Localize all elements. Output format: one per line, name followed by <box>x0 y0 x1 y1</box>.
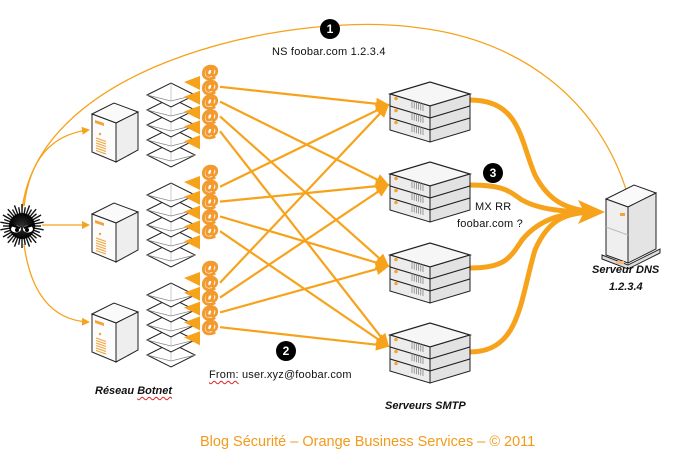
send-arrow-icon <box>184 272 200 286</box>
at-sign-icon: @ <box>202 92 219 111</box>
mx-arrowhead <box>578 200 605 224</box>
email-at-signs: @@@@@@@@@@@@@@@ <box>184 61 219 346</box>
footer-credit: Blog Sécurité – Orange Business Services… <box>200 434 536 450</box>
at-sign-icon: @ <box>202 192 219 211</box>
smtp-server-icon <box>387 322 473 384</box>
botnet-host-pc-icon <box>90 202 140 263</box>
smtp-server-icon <box>387 161 473 223</box>
virus-pupil-left <box>15 228 19 232</box>
at-sign-icon: @ <box>202 106 219 125</box>
spam-flow-lines <box>219 85 390 351</box>
step-2-badge: 2 <box>276 341 296 361</box>
smtp-label: Serveurs SMTP <box>385 400 466 412</box>
send-arrow-icon <box>184 76 200 90</box>
at-sign-icon: @ <box>202 302 219 321</box>
spam-flow-line <box>219 183 390 299</box>
send-arrow-icon <box>184 286 200 301</box>
botnet-label: Réseau Botnet <box>95 385 172 397</box>
smtp-server-icon <box>387 81 473 143</box>
spam-flow-line <box>219 130 390 348</box>
spam-flow-line <box>219 103 390 284</box>
send-arrow-icon <box>184 90 200 105</box>
spam-flow-line <box>219 104 390 188</box>
send-arrow-icon <box>184 190 200 205</box>
at-sign-icon: @ <box>202 258 219 277</box>
at-sign-icon: @ <box>202 62 219 81</box>
envelope-icon <box>145 82 197 108</box>
send-arrow-icon <box>184 220 200 235</box>
virus-brow-left <box>10 224 21 229</box>
envelope-icon <box>145 182 197 208</box>
at-sign-icon: @ <box>202 206 219 225</box>
virus-brow-right <box>23 224 34 229</box>
step-3-label-line2: foobar.com ? <box>457 218 523 230</box>
step-2-label: From: user.xyz@foobar.com <box>209 369 352 381</box>
at-sign-icon: @ <box>202 177 219 196</box>
spam-envelopes <box>145 82 197 368</box>
smtp-server-icon <box>387 242 473 304</box>
step-3-badge: 3 <box>483 163 503 183</box>
virus-body <box>9 213 35 239</box>
envelope-icon <box>145 282 197 308</box>
at-sign-icon: @ <box>202 77 219 96</box>
at-sign-icon: @ <box>202 121 219 140</box>
botnet-host-pc-icon <box>90 302 140 363</box>
send-arrow-icon <box>184 135 200 150</box>
spam-flow-line <box>219 326 390 351</box>
step-1-label: NS foobar.com 1.2.3.4 <box>272 46 386 58</box>
at-sign-icon: @ <box>202 162 219 181</box>
send-arrow-icon <box>184 316 200 331</box>
send-arrow-icon <box>184 105 200 120</box>
send-arrow-icon <box>184 176 200 190</box>
mx-query-flows <box>467 97 599 355</box>
botnet-label-word: Botnet <box>137 385 173 397</box>
dns-server-icon <box>601 184 661 270</box>
smtp-servers <box>387 81 473 384</box>
spam-flow-line <box>219 115 390 268</box>
send-arrow-icon <box>184 301 200 316</box>
step-2-label-prefix: From: <box>209 369 239 381</box>
spam-flow-line <box>219 263 390 314</box>
dns-label-line2: 1.2.3.4 <box>609 281 643 293</box>
send-arrow-icon <box>184 205 200 220</box>
virus-creature-icon <box>0 204 44 248</box>
spam-flow-line <box>219 85 390 110</box>
step-1-badge: 1 <box>320 19 340 39</box>
at-sign-icon: @ <box>202 221 219 240</box>
at-sign-icon: @ <box>202 273 219 292</box>
spam-flow-line <box>219 100 390 186</box>
virus-pupil-right <box>25 228 29 232</box>
send-arrow-icon <box>184 331 200 346</box>
step-3-label-line1: MX RR <box>475 201 512 213</box>
attacker-to-host-3 <box>23 243 90 326</box>
botnet-label-prefix: Réseau <box>95 385 138 397</box>
botnet-host-pc-icon <box>90 102 140 163</box>
send-arrow-icon <box>184 235 200 250</box>
at-sign-icon: @ <box>202 288 219 307</box>
dns-label-line1: Serveur DNS <box>592 264 660 276</box>
at-sign-icon: @ <box>202 317 219 336</box>
attacker-to-host-1 <box>23 126 90 207</box>
send-arrow-icon <box>184 120 200 135</box>
step-2-label-address: user.xyz@foobar.com <box>238 369 352 381</box>
botnet-hosts <box>90 102 140 363</box>
ns-query-arc <box>21 23 631 211</box>
